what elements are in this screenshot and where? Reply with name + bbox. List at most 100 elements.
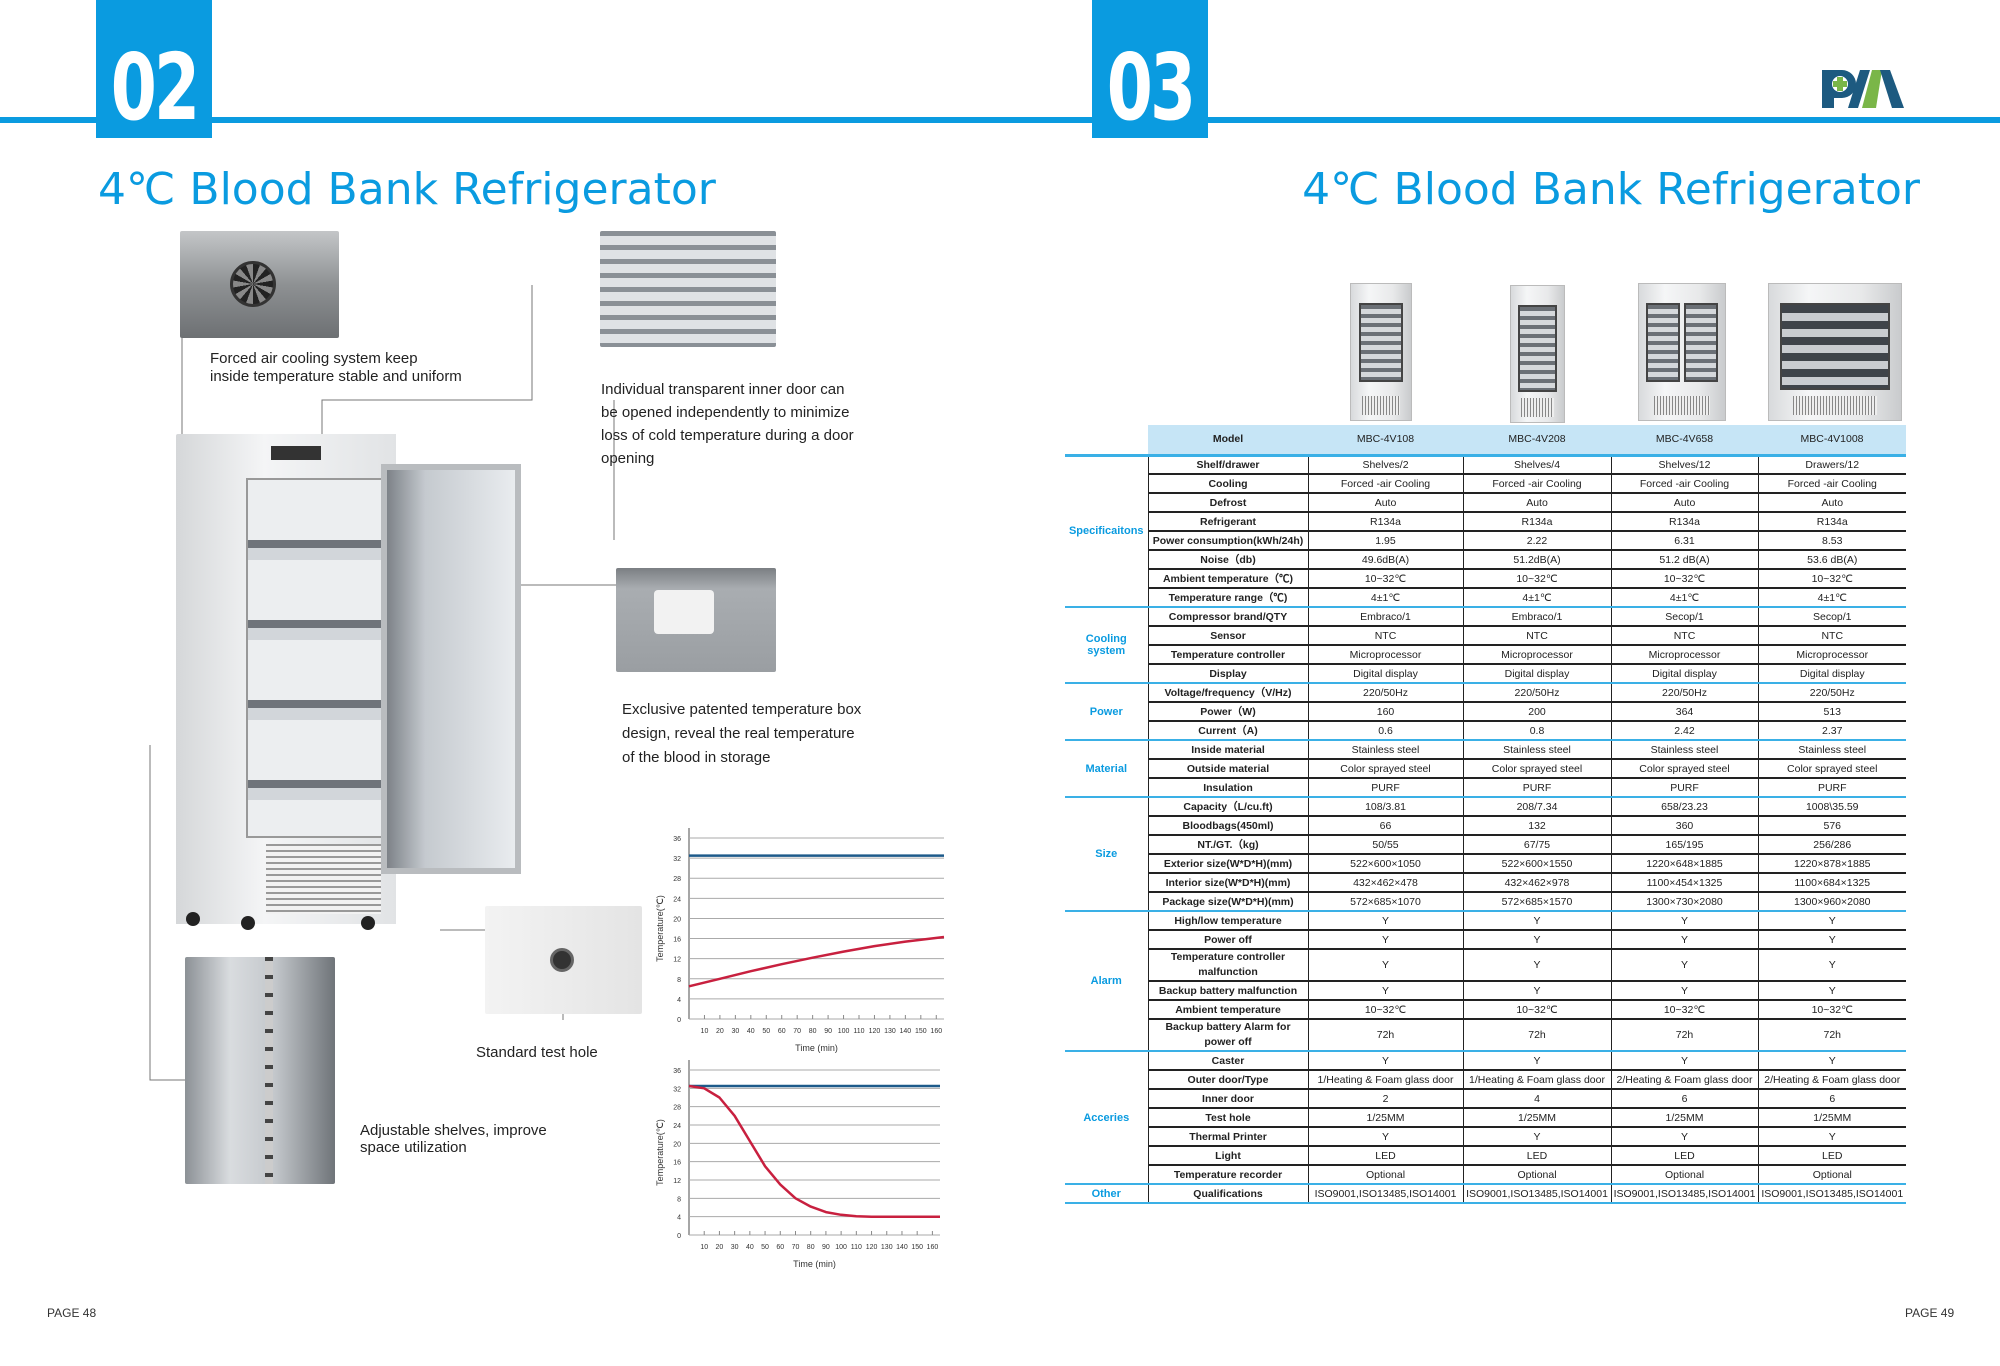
row-value: 10~32℃ — [1758, 569, 1906, 589]
row-value: Microprocessor — [1758, 645, 1906, 665]
caption-line: Exclusive patented temperature box — [622, 701, 862, 718]
group-label: Cooling system — [1065, 607, 1148, 684]
row-value: Digital display — [1308, 664, 1464, 684]
row-value: 67/75 — [1463, 835, 1612, 855]
row-parameter: Display — [1147, 664, 1309, 684]
row-value: Shelves/12 — [1611, 455, 1759, 475]
row-value: Secop/1 — [1611, 607, 1759, 627]
y-tick-label: 32 — [673, 1086, 681, 1093]
page-title-right: 4℃ Blood Bank Refrigerator — [1302, 164, 1920, 215]
row-value: Y — [1463, 930, 1612, 950]
row-value: Y — [1758, 1127, 1906, 1147]
row-value: 1/Heating & Foam glass door — [1463, 1070, 1612, 1090]
row-value: 513 — [1758, 702, 1906, 722]
row-value: 522×600×1050 — [1308, 854, 1464, 874]
row-value: 364 — [1611, 702, 1759, 722]
row-value: PURF — [1611, 778, 1759, 798]
row-value: Auto — [1463, 493, 1612, 513]
row-value: Microprocessor — [1463, 645, 1612, 665]
y-tick-label: 4 — [677, 1215, 681, 1222]
row-value: 2.22 — [1463, 531, 1612, 551]
header-model-name: MBC-4V208 — [1463, 425, 1611, 457]
row-parameter: Temperature recorder — [1147, 1165, 1309, 1185]
row-parameter: Compressor brand/QTY — [1147, 607, 1309, 627]
x-tick-label: 20 — [716, 1028, 724, 1035]
row-value: Auto — [1308, 493, 1464, 513]
x-tick-label: 50 — [761, 1244, 769, 1251]
row-value: Color sprayed steel — [1463, 759, 1612, 779]
inner-door-photo — [600, 231, 776, 347]
y-tick-label: 12 — [673, 1178, 681, 1185]
caption-line: design, reveal the real temperature — [622, 725, 855, 742]
row-parameter: Power consumption(kWh/24h) — [1147, 531, 1309, 551]
row-value: 1300×960×2080 — [1758, 892, 1906, 912]
row-value: 1/25MM — [1758, 1108, 1906, 1128]
group-label: Acceries — [1065, 1051, 1148, 1185]
row-parameter: Temperature controller — [1147, 645, 1309, 665]
row-value: Y — [1308, 949, 1464, 982]
row-value: Y — [1611, 1051, 1759, 1071]
row-value: 1300×730×2080 — [1611, 892, 1759, 912]
row-value: Shelves/2 — [1308, 455, 1464, 475]
row-value: 1/25MM — [1463, 1108, 1612, 1128]
y-tick-label: 0 — [677, 1017, 681, 1024]
row-value: 4±1℃ — [1758, 588, 1906, 608]
row-value: 256/286 — [1758, 835, 1906, 855]
x-tick-label: 110 — [853, 1028, 864, 1035]
row-value: PURF — [1308, 778, 1464, 798]
test-hole-photo — [485, 906, 642, 1014]
row-value: 4±1℃ — [1308, 588, 1464, 608]
row-value: 2.37 — [1758, 721, 1906, 741]
x-tick-label: 100 — [838, 1028, 850, 1035]
row-value: R134a — [1758, 512, 1906, 532]
caption-fan: Forced air cooling system keep inside te… — [210, 350, 462, 386]
section-number-right: 03 — [1092, 0, 1208, 138]
row-parameter: Inner door — [1147, 1089, 1309, 1109]
row-value: Optional — [1611, 1165, 1759, 1185]
row-value: 72h — [1758, 1019, 1906, 1052]
row-value: Color sprayed steel — [1758, 759, 1906, 779]
row-value: Y — [1758, 981, 1906, 1001]
y-tick-label: 28 — [673, 876, 681, 883]
row-value: 10~32℃ — [1758, 1000, 1906, 1020]
row-value: 0.6 — [1308, 721, 1464, 741]
row-parameter: Caster — [1147, 1051, 1309, 1071]
row-value: Y — [1758, 930, 1906, 950]
x-tick-label: 70 — [793, 1028, 801, 1035]
row-value: 658/23.23 — [1611, 797, 1759, 817]
x-tick-label: 60 — [776, 1244, 784, 1251]
row-parameter: High/low temperature — [1147, 911, 1309, 931]
header-rule-left — [0, 117, 1000, 123]
row-value: PURF — [1758, 778, 1906, 798]
row-value: 72h — [1463, 1019, 1612, 1052]
caption-line: inside temperature stable and uniform — [210, 368, 462, 385]
row-value: Y — [1463, 1051, 1612, 1071]
row-parameter: Test hole — [1147, 1108, 1309, 1128]
row-value: 1220×878×1885 — [1758, 854, 1906, 874]
y-tick-label: 20 — [673, 916, 681, 923]
row-value: 10~32℃ — [1463, 1000, 1612, 1020]
row-value: 220/50Hz — [1611, 683, 1759, 703]
header-model-name: MBC-4V658 — [1611, 425, 1758, 457]
row-value: NTC — [1611, 626, 1759, 646]
row-value: Secop/1 — [1758, 607, 1906, 627]
row-value: 49.6dB(A) — [1308, 550, 1464, 570]
row-value: 220/50Hz — [1758, 683, 1906, 703]
product-image-mbc-4v1008 — [1768, 283, 1902, 421]
row-value: NTC — [1308, 626, 1464, 646]
